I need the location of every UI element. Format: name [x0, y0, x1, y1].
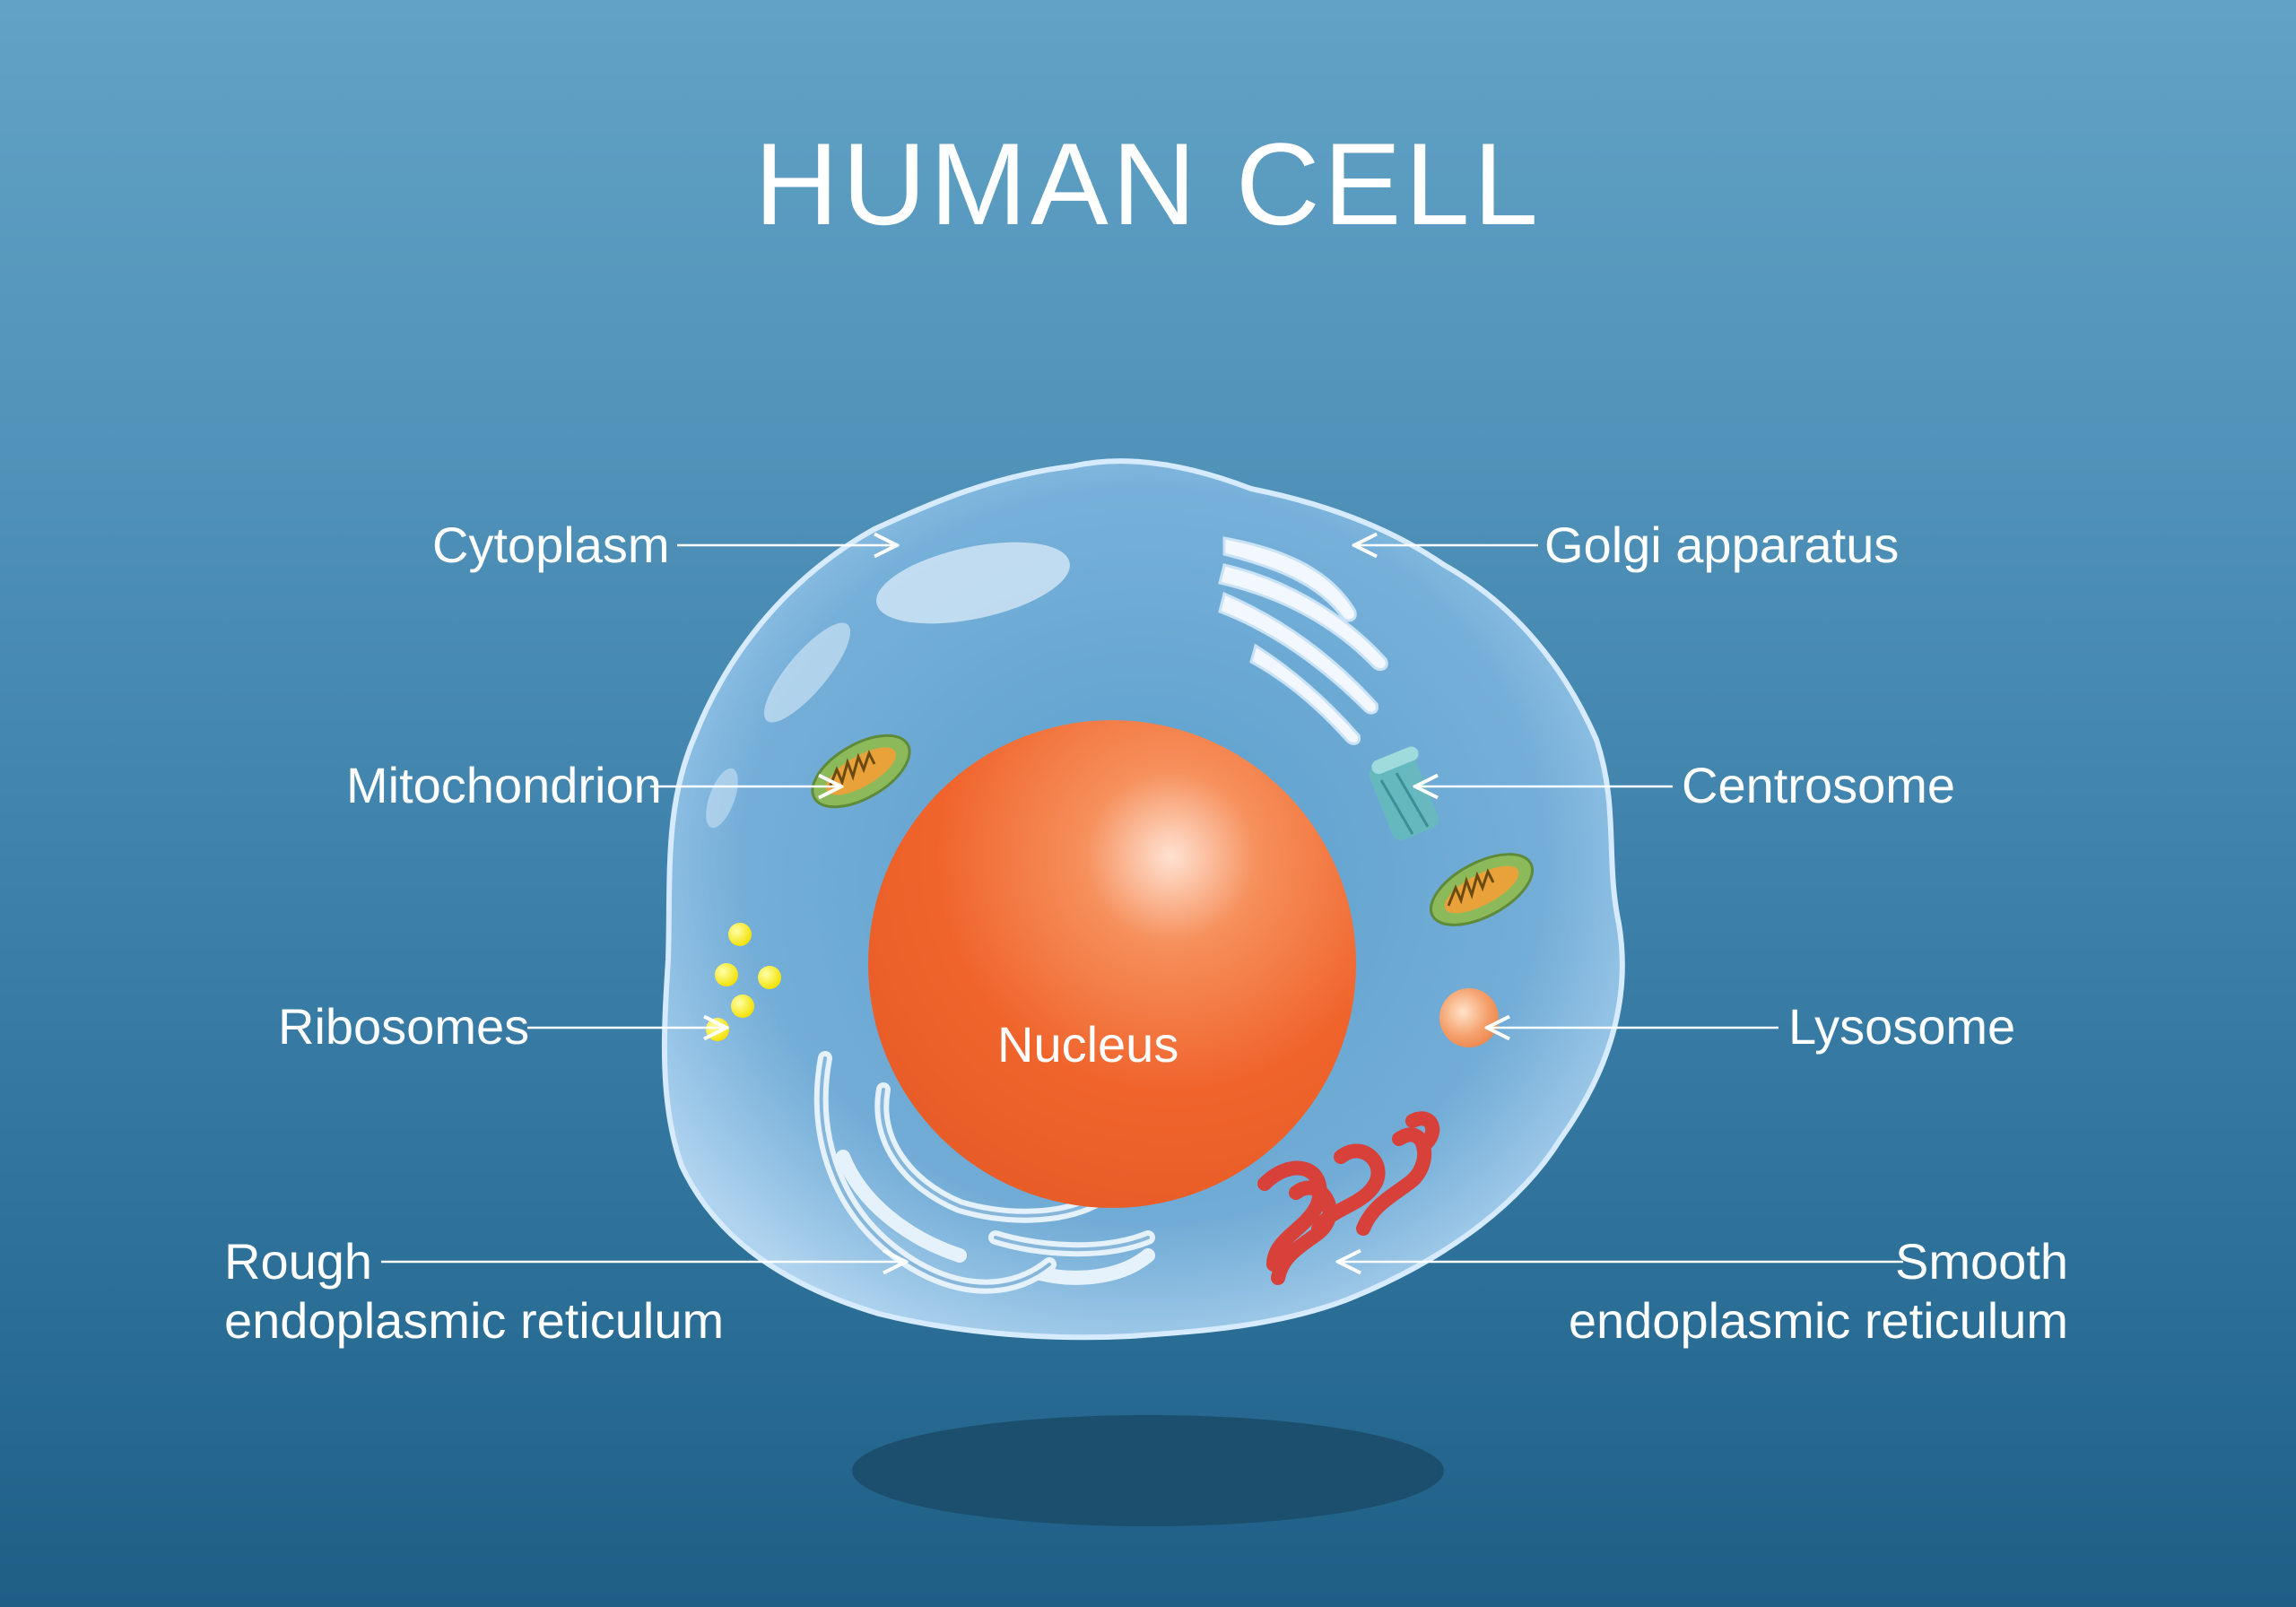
- mitochondrion: [1429, 853, 1535, 926]
- leader-lines: [381, 545, 1903, 1262]
- nucleus: [868, 720, 1356, 1208]
- label-rough-er: Rough endoplasmic reticulum: [224, 1232, 724, 1351]
- cytoplasm-highlight: [763, 622, 851, 723]
- page-title: HUMAN CELL: [754, 118, 1542, 249]
- label-rough-er-line1: Rough: [224, 1233, 373, 1290]
- label-cytoplasm: Cytoplasm: [432, 517, 670, 573]
- label-smooth-er-line2: endoplasmic reticulum: [1568, 1292, 2068, 1349]
- cell-shadow: [852, 1415, 1444, 1526]
- label-smooth-er-line1: Smooth: [1895, 1233, 2068, 1290]
- label-mitochondrion: Mitochondrion: [346, 757, 662, 813]
- label-lysosome: Lysosome: [1788, 998, 2016, 1055]
- label-ribosomes: Ribosomes: [278, 998, 530, 1055]
- golgi-apparatus: [1218, 536, 1388, 745]
- smooth-endoplasmic-reticulum: [1257, 1111, 1440, 1285]
- lysosome: [1439, 988, 1499, 1047]
- label-smooth-er: Smooth endoplasmic reticulum: [1569, 1232, 2068, 1351]
- cytoplasm-highlight: [876, 542, 1070, 624]
- label-golgi-apparatus: Golgi apparatus: [1544, 517, 1900, 573]
- label-nucleus: Nucleus: [997, 1016, 1179, 1073]
- label-rough-er-line2: endoplasmic reticulum: [224, 1292, 725, 1349]
- label-centrosome: Centrosome: [1682, 757, 1956, 813]
- cytoplasm-highlight: [706, 768, 738, 829]
